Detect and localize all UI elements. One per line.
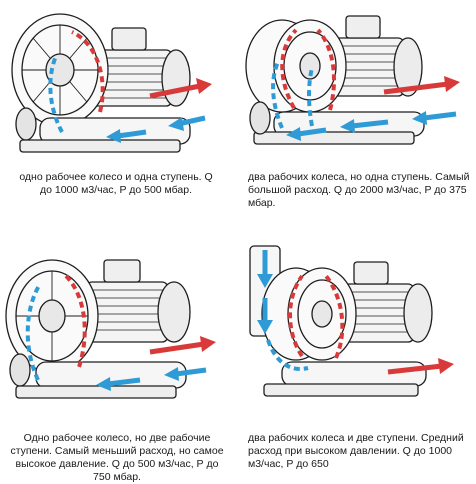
inflow-arrow xyxy=(96,367,207,391)
outflow-arrow xyxy=(149,78,212,99)
inflow-arrow xyxy=(286,111,457,141)
terminal-box xyxy=(111,27,147,51)
motor-end-cap xyxy=(393,37,423,97)
inflow-arrow xyxy=(106,115,206,143)
panel-two-impellers-two-stages: два рабочих колеса и две ступени. Средни… xyxy=(238,240,476,480)
motor-end-cap xyxy=(403,283,433,343)
air-path-hot xyxy=(71,30,105,113)
air-path-cold xyxy=(48,55,64,133)
blower-illustration xyxy=(5,259,216,399)
blower-illustration xyxy=(11,13,212,153)
silencer-pipe xyxy=(281,361,427,387)
terminal-box xyxy=(345,15,381,39)
panel-caption: два рабочих колеса, но одна ступень. Сам… xyxy=(248,171,470,209)
blower-illustration xyxy=(245,15,460,145)
panel-two-impellers-single-stage: два рабочих колеса, но одна ступень. Сам… xyxy=(238,0,476,240)
terminal-box xyxy=(353,261,389,285)
panel-caption: одно рабочее колесо и одна ступень. Q до… xyxy=(19,171,213,196)
outflow-arrow xyxy=(383,76,460,95)
panel-caption: Одно рабочее колесо, но две рабочие ступ… xyxy=(10,432,224,483)
motor-end-cap xyxy=(157,281,191,343)
terminal-box xyxy=(103,259,141,283)
outflow-arrow xyxy=(149,336,216,355)
panel-single-impeller-single-stage: одно рабочее колесо и одна ступень. Q до… xyxy=(0,0,238,240)
panel-caption: два рабочих колеса и две ступени. Средни… xyxy=(248,432,464,470)
outflow-arrow xyxy=(387,358,454,375)
motor-end-cap xyxy=(161,49,191,107)
blower-illustration xyxy=(249,245,454,397)
base-foot xyxy=(19,139,181,153)
inflow-arrow xyxy=(257,250,273,334)
panel-single-impeller-two-stages: Одно рабочее колесо, но две рабочие ступ… xyxy=(0,240,238,483)
